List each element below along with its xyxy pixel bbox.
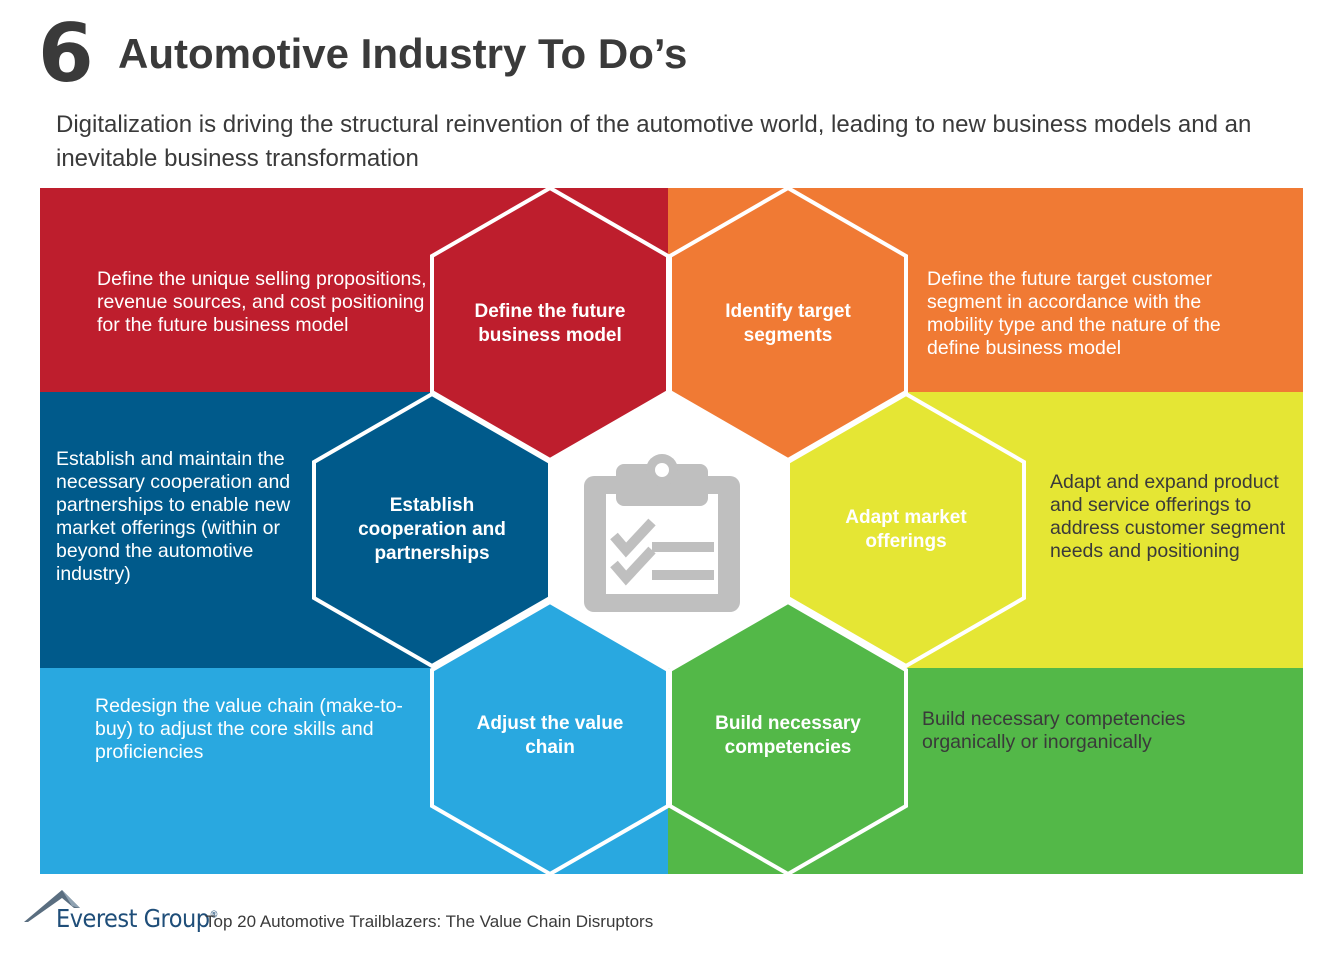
hex-competencies bbox=[668, 599, 908, 877]
everest-mountain-logo bbox=[24, 890, 80, 922]
hex-market-offerings bbox=[786, 391, 1026, 669]
description-define-model: Define the unique selling propositions, … bbox=[97, 268, 427, 336]
hex-label-cooperation: Establish cooperation and partnerships bbox=[358, 495, 506, 564]
hex-label-define-model: Define the future business model bbox=[474, 301, 626, 346]
title-number: 6 bbox=[38, 7, 94, 100]
hex-label-competencies: Build necessary competencies bbox=[715, 713, 861, 758]
hex-label-value-chain: Adjust the value chain bbox=[476, 713, 624, 758]
page-title: Automotive Industry To Do’s bbox=[118, 30, 688, 77]
hex-label-market-offerings: Adapt market offerings bbox=[845, 507, 967, 552]
page-subtitle: Digitalization is driving the structural… bbox=[56, 111, 1252, 172]
footer-report-title: Top 20 Automotive Trailblazers: The Valu… bbox=[205, 912, 654, 931]
description-market-offerings: Adapt and expand product and service off… bbox=[1050, 471, 1286, 562]
hex-label-target-segments: Identify target segments bbox=[725, 301, 851, 346]
footer-brand: Everest Group® bbox=[56, 904, 218, 933]
clipboard-checklist-icon bbox=[584, 454, 740, 612]
description-target-segments: Define the future target customer segmen… bbox=[927, 268, 1221, 359]
description-value-chain: Redesign the value chain (make-to-buy) t… bbox=[95, 695, 403, 763]
description-competencies: Build necessary competencies organically… bbox=[922, 708, 1186, 753]
description-cooperation: Establish and maintain the necessary coo… bbox=[56, 448, 291, 585]
